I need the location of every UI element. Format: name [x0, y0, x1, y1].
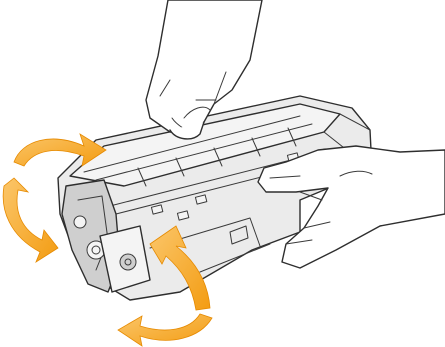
rotate-arrow-icon: [118, 314, 212, 346]
curved-arrow-icon: [3, 178, 58, 262]
